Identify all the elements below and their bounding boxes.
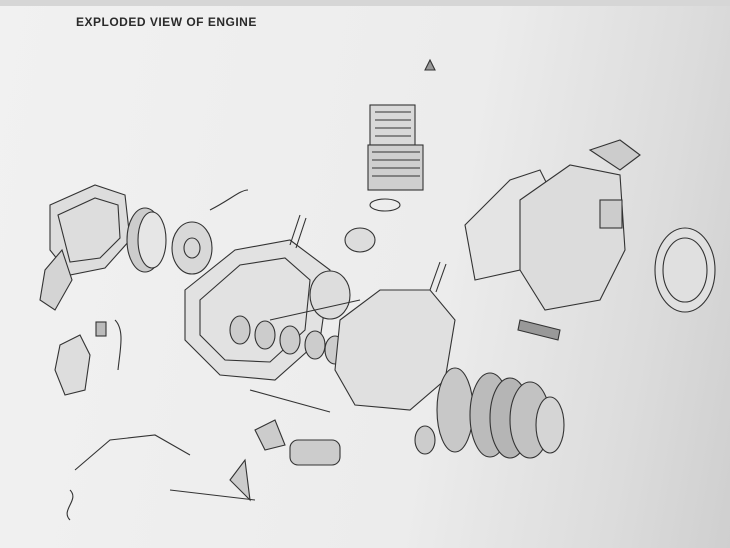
oil-pump-parts bbox=[54, 319, 122, 396]
clutch bbox=[414, 367, 565, 459]
diagram-title: EXPLODED VIEW OF ENGINE bbox=[76, 15, 257, 29]
magneto-cover bbox=[39, 184, 131, 311]
right-crankcase bbox=[334, 261, 456, 411]
flywheel bbox=[126, 189, 249, 275]
gear-shift-parts bbox=[66, 419, 341, 521]
crankshaft-gears bbox=[229, 270, 361, 413]
scan-edge bbox=[0, 0, 730, 6]
right-cover bbox=[464, 139, 716, 341]
cylinder bbox=[344, 58, 436, 253]
